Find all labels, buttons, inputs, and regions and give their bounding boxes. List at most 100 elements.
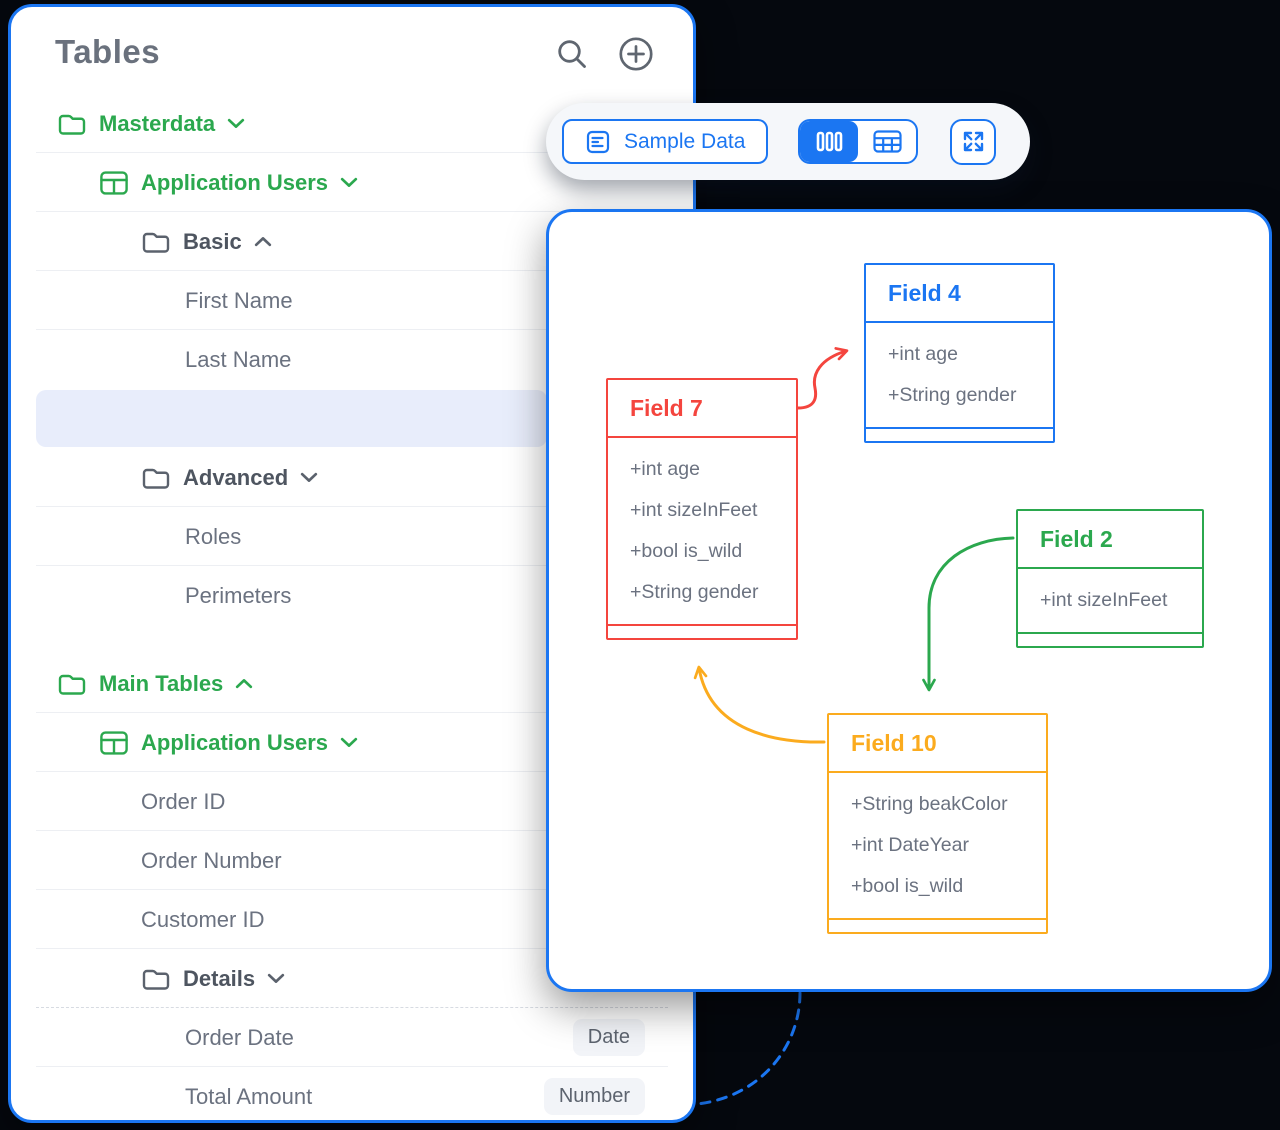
field-attribute: +int age xyxy=(888,343,958,365)
tree-row-label: Customer ID xyxy=(141,906,265,932)
tree-row-perimeters[interactable]: Perimeters xyxy=(11,566,693,625)
tables-panel-header: Tables xyxy=(11,7,693,94)
document-icon xyxy=(586,130,610,153)
tree-row-label: Application Users xyxy=(141,729,329,755)
chevron-down-icon xyxy=(340,737,358,747)
tree-row-application-users[interactable]: Application Users xyxy=(11,153,693,212)
field-attribute: +int age xyxy=(630,458,700,480)
table-icon xyxy=(100,170,128,195)
chevron-down-icon xyxy=(228,118,245,128)
table-icon xyxy=(100,730,128,755)
type-badge-number: Number xyxy=(543,1078,645,1115)
relation-arrow-field10-to-field7 xyxy=(693,665,826,744)
field-box-header: Field 2 xyxy=(1018,511,1202,569)
field-box-footer xyxy=(829,918,1046,932)
tree-row-label: Order ID xyxy=(141,788,226,814)
tree-row-first-name[interactable]: First Name xyxy=(11,271,693,330)
chevron-up-icon xyxy=(236,679,253,689)
columns-icon xyxy=(816,131,843,152)
field-attribute: +String beakColor xyxy=(851,793,1008,815)
chevron-down-icon xyxy=(301,472,318,482)
field-box-field-4[interactable]: Field 4 +int age +String gender xyxy=(864,263,1055,443)
tree-row-basic[interactable]: Basic xyxy=(11,212,693,271)
folder-icon xyxy=(58,674,86,695)
grid-icon xyxy=(873,130,902,153)
tree-row-label: Advanced xyxy=(183,464,289,490)
field-box-footer xyxy=(608,624,796,638)
tree-row-label: Last Name xyxy=(185,346,292,372)
field-box-title: Field 4 xyxy=(888,279,961,306)
relation-arrow-field2-to-field10 xyxy=(922,536,1015,692)
sample-data-button[interactable]: Sample Data xyxy=(562,119,769,164)
field-box-attributes: +int sizeInFeet xyxy=(1018,569,1202,632)
add-icon[interactable] xyxy=(617,35,655,73)
tree-row-label: Main Tables xyxy=(99,670,224,696)
tree-row-label: Order Date xyxy=(185,1024,294,1050)
field-box-field-2[interactable]: Field 2 +int sizeInFeet xyxy=(1016,509,1204,648)
chevron-down-icon xyxy=(268,973,285,983)
tree-row-label: Total Amount xyxy=(185,1083,313,1109)
column-view-button[interactable] xyxy=(800,121,859,162)
expand-button[interactable] xyxy=(950,118,997,165)
type-badge-date: Date xyxy=(572,1019,645,1056)
tree-row-application-users[interactable]: Application Users xyxy=(11,713,693,772)
field-box-attributes: +String beakColor +int DateYear +bool is_w… xyxy=(829,773,1046,918)
field-box-attributes: +int age +String gender xyxy=(866,323,1053,427)
folder-icon xyxy=(142,468,170,489)
tree-row-order-id[interactable]: Order ID xyxy=(11,772,693,831)
field-box-header: Field 7 xyxy=(608,380,796,438)
folder-icon xyxy=(58,114,86,135)
tree-row-selected[interactable] xyxy=(11,389,693,448)
tree-row-masterdata[interactable]: Masterdata xyxy=(11,94,693,153)
view-toggle xyxy=(798,119,919,164)
field-box-title: Field 2 xyxy=(1040,525,1113,552)
tree-row-label: First Name xyxy=(185,287,293,313)
field-box-title: Field 10 xyxy=(851,729,937,756)
tree-row-customer-id[interactable]: Customer ID xyxy=(11,890,693,949)
field-box-title: Field 7 xyxy=(630,394,703,421)
tree-row-order-number[interactable]: Order Number xyxy=(11,831,693,890)
tree-row-label: Order Number xyxy=(141,847,282,873)
search-icon[interactable] xyxy=(555,37,589,71)
panel-title: Tables xyxy=(55,33,161,70)
folder-icon xyxy=(142,969,170,990)
tree-row-main-tables[interactable]: Main Tables xyxy=(11,654,693,713)
field-box-header: Field 4 xyxy=(866,265,1053,323)
tree-row-details[interactable]: Details xyxy=(11,949,693,1008)
field-box-footer xyxy=(1018,632,1202,646)
dashed-connector-line xyxy=(695,991,802,1106)
tree-row-advanced[interactable]: Advanced xyxy=(11,448,693,507)
tree-row-label: Details xyxy=(183,965,256,991)
field-box-field-10[interactable]: Field 10 +String beakColor +int DateYear +b… xyxy=(827,713,1048,934)
diagram-panel: Field 4 +int age +String gender Field 7 +int… xyxy=(546,209,1272,992)
selected-row-highlight xyxy=(36,390,547,447)
tree-row-label: Application Users xyxy=(141,169,329,195)
tree-row-label: Basic xyxy=(183,228,242,254)
tree-row-roles[interactable]: Roles xyxy=(11,507,693,566)
field-attribute: +bool is_wild xyxy=(851,875,964,897)
field-attribute: +bool is_wild xyxy=(630,540,743,562)
relation-arrow-field7-to-field4 xyxy=(796,347,849,410)
sample-data-label: Sample Data xyxy=(624,129,746,153)
tree-row-order-date[interactable]: Order Date Date xyxy=(11,1008,693,1067)
field-attribute: +String gender xyxy=(888,384,1017,406)
diagram-toolbar: Sample Data xyxy=(546,103,1030,180)
tree-row-label: Roles xyxy=(185,523,242,549)
field-attribute: +String gender xyxy=(630,581,759,603)
chevron-up-icon xyxy=(254,237,271,247)
chevron-down-icon xyxy=(340,177,358,187)
field-attribute: +int DateYear xyxy=(851,834,969,856)
tree-row-label: Perimeters xyxy=(185,582,292,608)
field-attribute: +int sizeInFeet xyxy=(1040,589,1168,611)
grid-view-button[interactable] xyxy=(858,121,916,162)
field-box-field-7[interactable]: Field 7 +int age+int sizeInFeet+bool is_w… xyxy=(606,378,798,640)
tree-row-total-amount[interactable]: Total Amount Number xyxy=(11,1067,693,1120)
expand-icon xyxy=(963,131,984,152)
folder-icon xyxy=(142,232,170,253)
field-box-footer xyxy=(866,427,1053,441)
field-box-attributes: +int age+int sizeInFeet+bool is_wild+Str… xyxy=(608,438,796,624)
tree-row-last-name[interactable]: Last Name xyxy=(11,330,693,389)
tree-row-label: Masterdata xyxy=(99,110,216,136)
field-box-header: Field 10 xyxy=(829,715,1046,773)
